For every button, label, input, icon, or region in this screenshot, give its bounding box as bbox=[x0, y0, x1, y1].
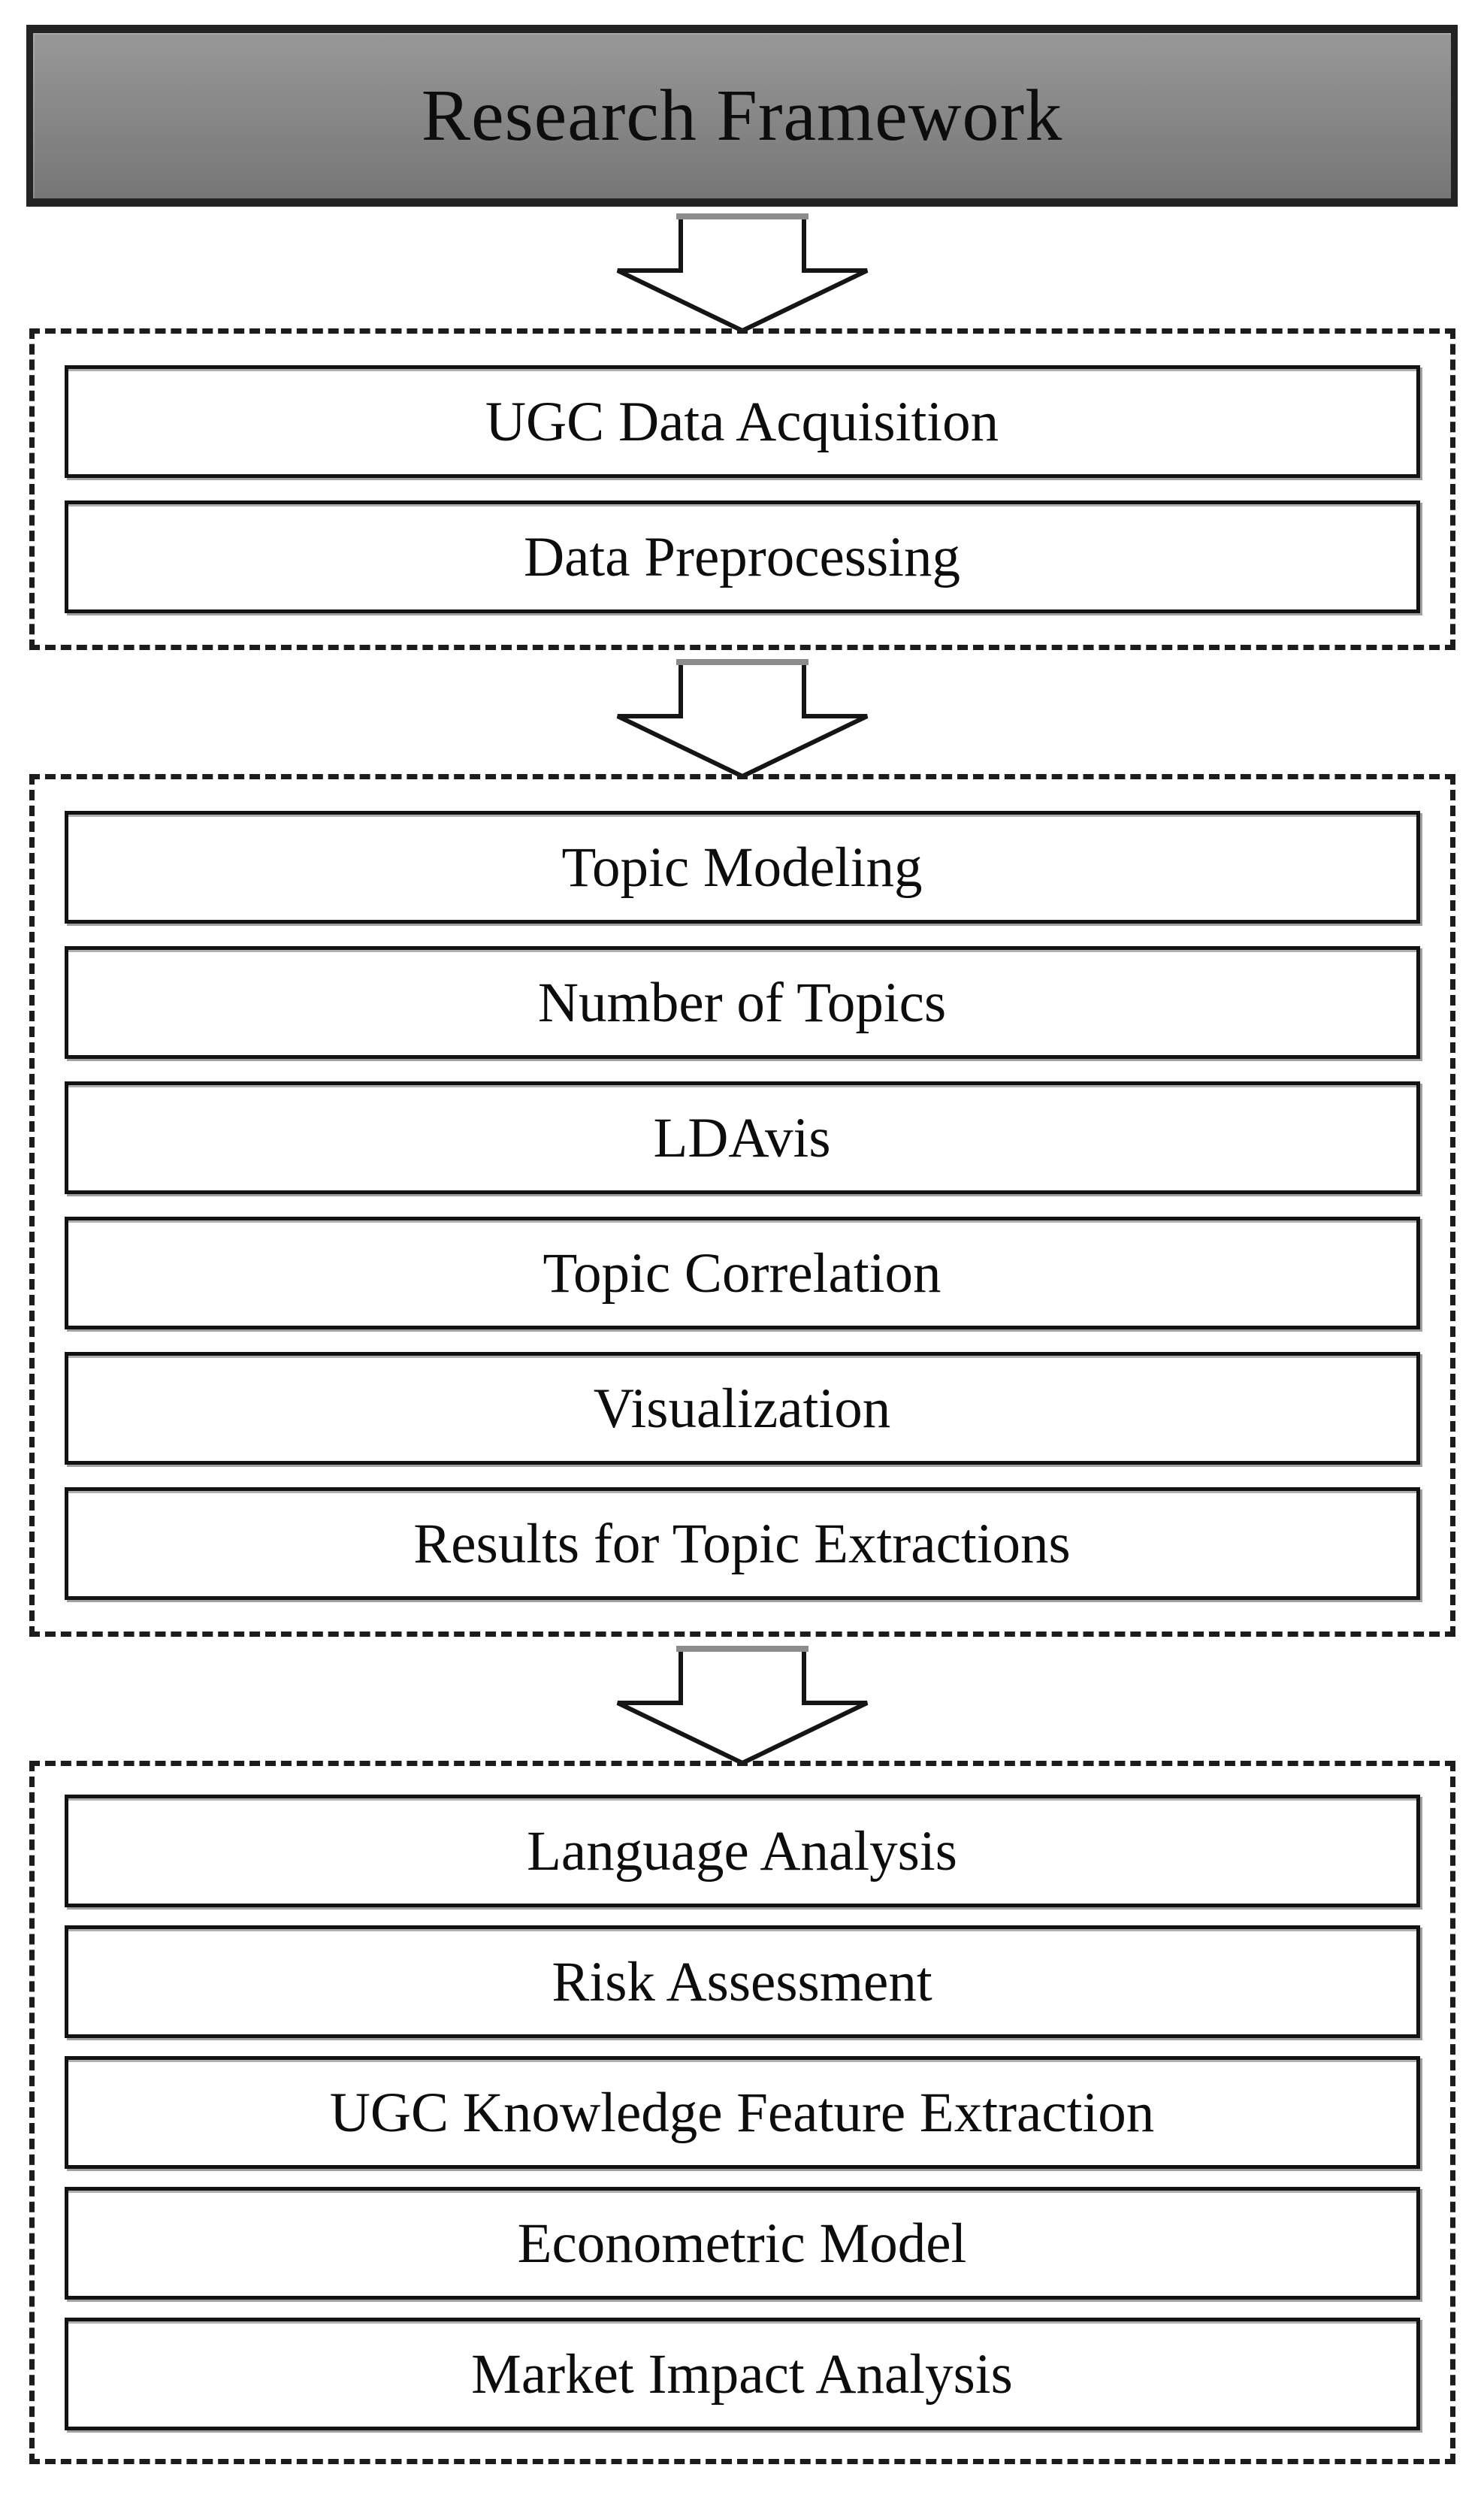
down-arrow-icon bbox=[615, 658, 870, 780]
step-language-analysis: Language Analysis bbox=[64, 1795, 1420, 1907]
header-banner: Research Framework bbox=[26, 25, 1458, 207]
step-results-for-topic-extractions: Results for Topic Extractions bbox=[64, 1487, 1420, 1600]
step-visualization: Visualization bbox=[64, 1352, 1420, 1465]
step-number-of-topics: Number of Topics bbox=[64, 946, 1420, 1059]
figure-title: Research Framework bbox=[421, 75, 1063, 156]
down-arrow-icon bbox=[615, 213, 870, 334]
step-econometric-model: Econometric Model bbox=[64, 2187, 1420, 2300]
step-topic-modeling: Topic Modeling bbox=[64, 811, 1420, 924]
panel-data-stage: UGC Data Acquisition Data Preprocessing bbox=[29, 328, 1455, 650]
step-ldavis: LDAvis bbox=[64, 1081, 1420, 1194]
step-ugc-data-acquisition: UGC Data Acquisition bbox=[64, 365, 1420, 478]
step-data-preprocessing: Data Preprocessing bbox=[64, 500, 1420, 613]
step-risk-assessment: Risk Assessment bbox=[64, 1925, 1420, 2038]
panel-analysis-stage: Language Analysis Risk Assessment UGC Kn… bbox=[29, 1761, 1455, 2464]
panel-topic-extraction-stage: Topic Modeling Number of Topics LDAvis T… bbox=[29, 774, 1455, 1637]
step-market-impact-analysis: Market Impact Analysis bbox=[64, 2318, 1420, 2430]
step-topic-correlation: Topic Correlation bbox=[64, 1217, 1420, 1329]
down-arrow-icon bbox=[615, 1645, 870, 1767]
step-ugc-knowledge-feature-extraction: UGC Knowledge Feature Extraction bbox=[64, 2056, 1420, 2169]
